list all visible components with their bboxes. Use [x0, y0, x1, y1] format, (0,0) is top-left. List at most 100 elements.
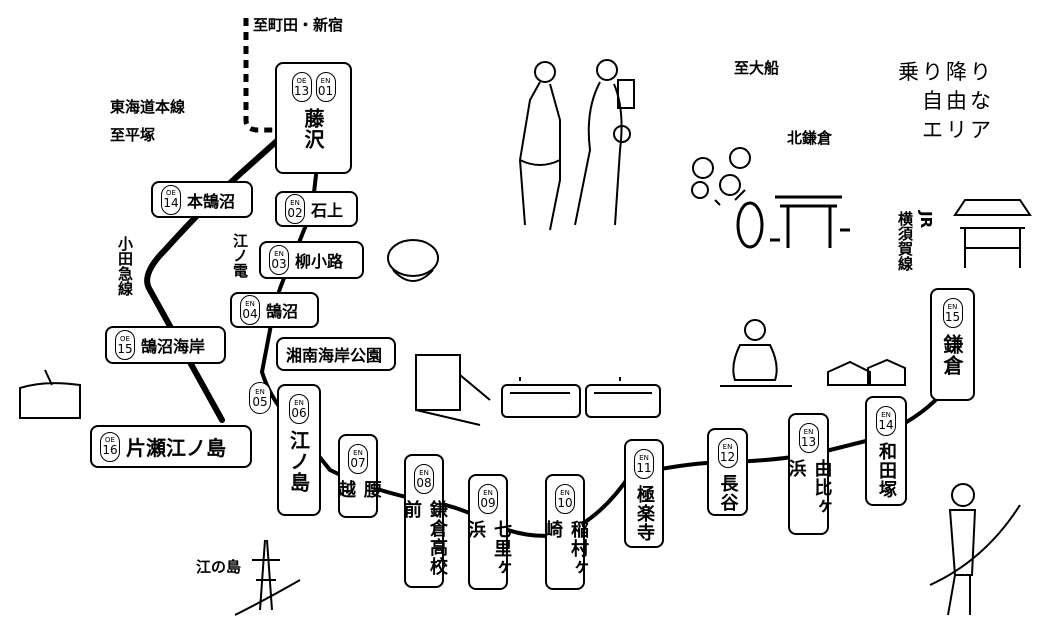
- station-name: 由比ヶ浜: [785, 459, 833, 516]
- station-name: 和田塚: [876, 442, 897, 499]
- enoshima-island-label: 江の島: [196, 558, 242, 576]
- code-number: 11: [636, 460, 652, 475]
- code-prefix: EN: [320, 76, 331, 85]
- tokaido-line-label: 東海道本線: [110, 98, 186, 116]
- station-name: 鵠沼海岸: [141, 337, 206, 356]
- station-name: 長谷: [717, 474, 739, 512]
- station-name: 腰越: [335, 480, 382, 499]
- seaside-rocks-illustration: [19, 369, 81, 419]
- code-prefix: EN: [294, 398, 304, 407]
- station-shonan-kaigan-koen[interactable]: 湘南海岸公園: [276, 337, 396, 371]
- code-prefix: EN: [353, 448, 363, 457]
- odakyu-dashed-line: [243, 18, 278, 133]
- station-name: 藤沢: [301, 108, 325, 150]
- station-name: 片瀬江ノ島: [126, 436, 226, 460]
- code-number: 02: [287, 205, 303, 220]
- station-name: 鵠沼: [266, 302, 299, 321]
- code-prefix: EN: [255, 387, 265, 396]
- surfer-illustration: [929, 483, 1021, 616]
- code-number: 15: [944, 309, 961, 324]
- odakyu-line-label: 小田急線: [116, 236, 134, 296]
- code-prefix: EN: [483, 488, 493, 497]
- code-prefix: EN: [560, 488, 570, 497]
- seaside-building-illustration: [415, 354, 491, 426]
- code-number: 03: [271, 256, 287, 271]
- direction-machida-shinjuku-label: 至町田・新宿: [253, 16, 344, 34]
- code-prefix: EN: [947, 302, 958, 311]
- station-name: 石上: [311, 201, 344, 220]
- code-number: 13: [293, 83, 310, 98]
- code-prefix: OE: [166, 189, 176, 197]
- code-prefix: EN: [290, 198, 300, 207]
- code-number: 07: [350, 455, 366, 470]
- code-prefix: EN: [881, 410, 891, 419]
- jr-label: JR: [917, 211, 935, 229]
- code-prefix: OE: [105, 436, 115, 444]
- station-name: 江ノ島: [286, 430, 311, 493]
- enoden-line-label: 江ノ電: [231, 233, 249, 278]
- code-number: 13: [800, 434, 817, 449]
- code-prefix: EN: [274, 249, 284, 258]
- torii-illustration: [736, 195, 850, 249]
- houses-illustration: [827, 358, 906, 386]
- code-prefix: OE: [296, 76, 307, 85]
- code-number: 04: [242, 306, 258, 321]
- tagline: 乗り降り自由なエリア: [898, 58, 994, 145]
- station-name: 本鵠沼: [187, 191, 236, 211]
- code-prefix: EN: [722, 442, 733, 451]
- tagline-line: エリア: [922, 118, 994, 142]
- kita-kamakura-label: 北鎌倉: [787, 129, 833, 147]
- tagline-line: 自由な: [922, 89, 994, 113]
- enoden-train-illustration: [501, 377, 661, 418]
- tagline-line: 乗り降り: [898, 60, 994, 84]
- code-number: 06: [291, 405, 307, 420]
- code-prefix: EN: [803, 427, 814, 436]
- code-number: 10: [557, 495, 573, 510]
- station-name: 柳小路: [295, 252, 344, 271]
- hydrangea-illustration: [691, 147, 751, 206]
- code-number: 01: [317, 83, 334, 98]
- station-name: 鎌倉高校前: [401, 500, 448, 576]
- station-name: 湘南海岸公園: [286, 346, 383, 365]
- code-number: 16: [102, 443, 118, 457]
- jr-yokosuka-line-label: 横須賀線: [896, 211, 914, 271]
- code-number: 09: [480, 495, 496, 510]
- great-buddha-illustration: [720, 319, 792, 387]
- station-name: 七里ヶ浜: [465, 520, 512, 577]
